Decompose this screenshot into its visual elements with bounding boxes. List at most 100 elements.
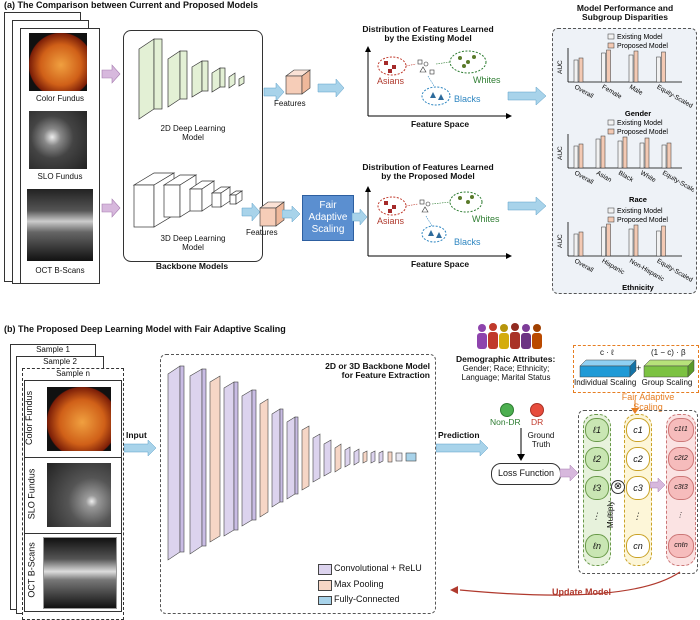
demographic-title: Demographic Attributes:	[456, 354, 556, 364]
legend-existing-label: Existing Model	[617, 34, 663, 41]
chart-bar-existing	[617, 140, 623, 169]
column-ellipsis: ⋮	[676, 512, 684, 519]
chart-auc-label: AUC	[557, 146, 564, 160]
performance-title: Model Performance and Subgroup Dispariti…	[576, 3, 674, 23]
legend-proposed-swatch	[607, 128, 615, 135]
legend-fc-label: Fully-Connected	[334, 594, 400, 604]
chart-category-label: Overall	[573, 84, 595, 101]
slo-fundus-image-b	[47, 463, 111, 527]
chart-bar-proposed	[666, 142, 672, 169]
multiply-label: Multiply	[606, 500, 616, 528]
chart-bar-existing	[628, 54, 634, 83]
ground-truth-label: Ground Truth	[527, 431, 555, 449]
color-fundus-image	[29, 33, 87, 91]
column-item: c1ℓ1	[668, 418, 694, 442]
group-whites-existing: Whites	[473, 75, 501, 85]
input-arrow	[124, 440, 157, 456]
chart-bar-proposed	[578, 143, 584, 169]
chart-bar-existing	[628, 228, 634, 257]
oct-label-b: OCT B-Scans	[26, 542, 37, 598]
modality-stack-front: Color Fundus SLO Fundus OCT B-Scans	[20, 28, 100, 284]
oct-scan-image	[27, 189, 93, 261]
column-item: c3ℓ3	[668, 476, 694, 500]
fair-scaling-arrow	[631, 400, 639, 414]
feature-space-label-proposed: Feature Space	[410, 259, 470, 269]
group-formula: (1 − c) · β	[651, 348, 686, 357]
input-label: Input	[126, 430, 147, 440]
column-item: c1	[626, 418, 650, 442]
input-arrows	[101, 64, 121, 218]
column-item: ℓ2	[585, 447, 609, 471]
individual-formula: c · ℓ	[600, 348, 614, 357]
chart-category-label: Black	[617, 170, 635, 184]
chart-bar-proposed	[661, 225, 666, 257]
modality-label-slo: SLO Fundus	[37, 172, 83, 181]
chart-category-label: Equity-Scaled	[661, 170, 694, 196]
legend-existing-swatch	[607, 207, 615, 214]
fair-adaptive-scaling-box: Fair Adaptive Scaling	[302, 195, 354, 241]
legend-conv-label: Convolutional + ReLU	[334, 563, 422, 573]
column-item: ℓn	[585, 534, 609, 558]
scaling-bars	[579, 359, 695, 378]
chart-bar-proposed	[661, 51, 666, 83]
chart-category-label: Male	[628, 84, 644, 97]
chart-bar-proposed	[644, 137, 650, 169]
flow-arrows-a	[241, 78, 345, 222]
column-item: cnℓn	[668, 534, 694, 558]
group-scaling-label: Group Scaling	[641, 378, 693, 387]
column-item: c3	[626, 476, 650, 500]
chart-bar-existing	[639, 142, 645, 169]
loss-function-label: Loss Function	[497, 468, 555, 478]
sample-1-label: Sample 1	[36, 345, 70, 354]
group-asians-existing: Asians	[377, 76, 405, 86]
legend-existing-swatch	[607, 33, 615, 40]
features-cube-top	[285, 69, 311, 95]
backbone-b-title: 2D or 3D Backbone Model for Feature Extr…	[325, 361, 430, 381]
backbone-b-layers	[167, 365, 417, 561]
fair-scaling-label-b: Fair Adaptive Scaling	[621, 392, 675, 412]
backbone-caption: Backbone Models	[155, 261, 229, 271]
multiply-arrow	[650, 478, 666, 492]
oct-image-b	[43, 537, 117, 609]
chart-bar-proposed	[606, 49, 611, 83]
backbone-3d-label: 3D Deep Learning Model	[160, 234, 226, 252]
backbone-3d-icon	[132, 172, 244, 228]
chart-caption: Ethnicity	[622, 283, 654, 292]
chart-bar-existing	[656, 230, 661, 257]
modality-label-color: Color Fundus	[35, 94, 85, 103]
chart-bar-existing	[573, 145, 579, 169]
chart-bar-proposed	[578, 57, 584, 83]
sample-modalities: Color Fundus SLO Fundus OCT B-Scans	[24, 380, 122, 612]
multiply-icon: ⊗	[611, 480, 625, 494]
backbone-2d-label: 2D Deep Learning Model	[160, 124, 226, 142]
features-label-top: Features	[274, 99, 306, 108]
sample-n-label: Sample n	[56, 369, 90, 378]
chart-bar-proposed	[600, 135, 606, 169]
chart-auc-label: AUC	[557, 234, 564, 248]
features-cube-bottom	[259, 201, 285, 227]
non-dr-face-icon	[500, 403, 514, 417]
column-item: c2ℓ2	[668, 447, 694, 471]
slo-fundus-label-b: SLO Fundus	[26, 468, 37, 520]
loss-scaling-panel	[578, 410, 698, 574]
chart-bar-proposed	[633, 50, 639, 83]
prediction-label: Prediction	[438, 430, 480, 440]
arrow-to-fair	[282, 206, 301, 222]
prediction-arrow	[436, 440, 489, 456]
column-ellipsis: ⋮	[591, 511, 601, 521]
group-blacks-existing: Blacks	[454, 94, 481, 104]
chart-caption: Race	[629, 195, 647, 204]
chart-bar-proposed	[633, 224, 639, 257]
chart-bar-existing	[601, 52, 606, 83]
dr-label: DR	[531, 417, 544, 427]
non-dr-label: Non-DR	[490, 417, 521, 427]
dr-face-icon	[530, 403, 544, 417]
ground-truth-arrow	[517, 428, 525, 461]
arrow-from-fair	[352, 209, 368, 225]
chart-bar-proposed	[606, 223, 611, 257]
scaling-panel	[573, 345, 699, 393]
group-whites-proposed: Whites	[472, 214, 500, 224]
features-label-bottom: Features	[246, 228, 278, 237]
chart-bar-existing	[595, 138, 601, 169]
